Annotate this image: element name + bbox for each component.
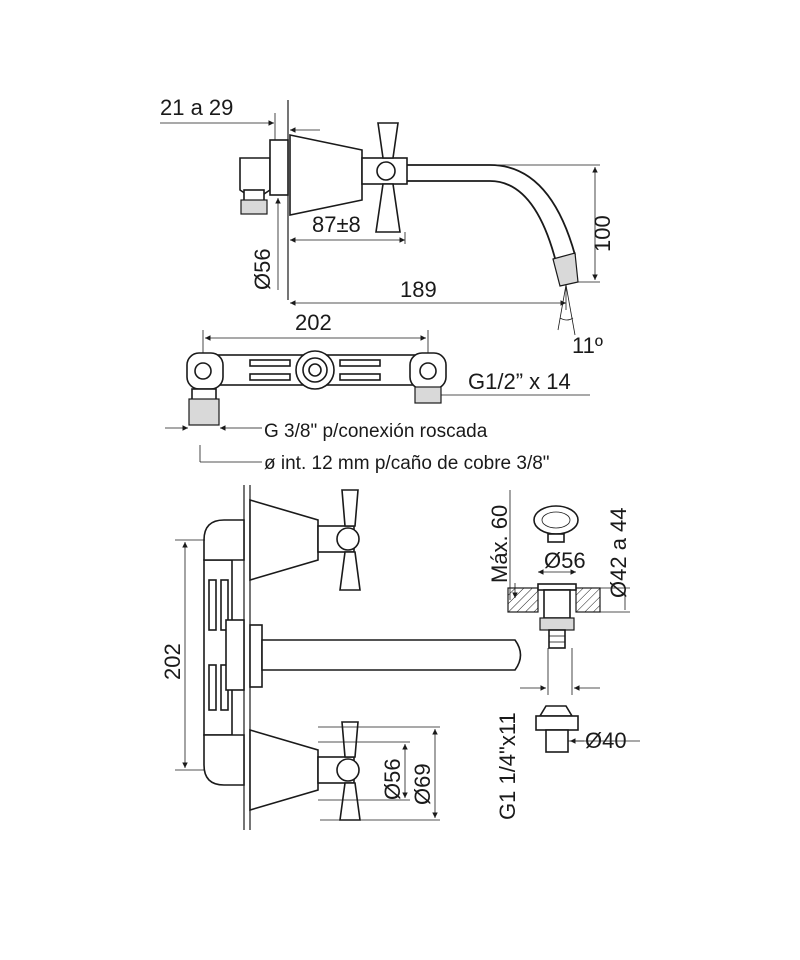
dim-wall-range: 21 a 29 — [160, 95, 233, 120]
side-view: 21 a 29 100 87±8 Ø56 189 — [160, 95, 615, 358]
drain-dim-outlet: Ø40 — [585, 728, 627, 753]
note-pipe: ø int. 12 mm p/caño de cobre 3/8" — [264, 453, 550, 474]
dim-flange-69: Ø69 — [410, 763, 435, 805]
front-view: 202 Ø56 Ø69 — [160, 485, 522, 830]
dim-rough-center: 202 — [295, 310, 332, 335]
drain-dim-hole: Ø56 — [544, 548, 586, 573]
dim-flange-56: Ø56 — [380, 758, 405, 800]
rough-in-view: 202 G1/2” x 14 G 3/8" p/conexión roscada… — [165, 310, 590, 474]
dim-spout-reach: 189 — [400, 277, 437, 302]
drain-dim-range: Ø42 a 44 — [606, 507, 631, 598]
note-thread: G 3/8" p/conexión roscada — [264, 421, 488, 442]
dim-spout-height: 100 — [590, 215, 615, 252]
dim-handle-offset: 87±8 — [312, 212, 361, 237]
dim-angle: 11º — [572, 333, 603, 358]
dim-front-center: 202 — [160, 643, 185, 680]
thread-outlet: G1/2” x 14 — [468, 369, 571, 394]
dim-max: Máx. 60 — [487, 505, 512, 583]
dim-flange-dia: Ø56 — [250, 248, 275, 290]
drain-dim-thread: G1 1/4"x11 — [495, 712, 520, 820]
drain-detail: Máx. 60 Ø56 Ø42 a 44 G1 1/4"x11 — [487, 490, 640, 820]
